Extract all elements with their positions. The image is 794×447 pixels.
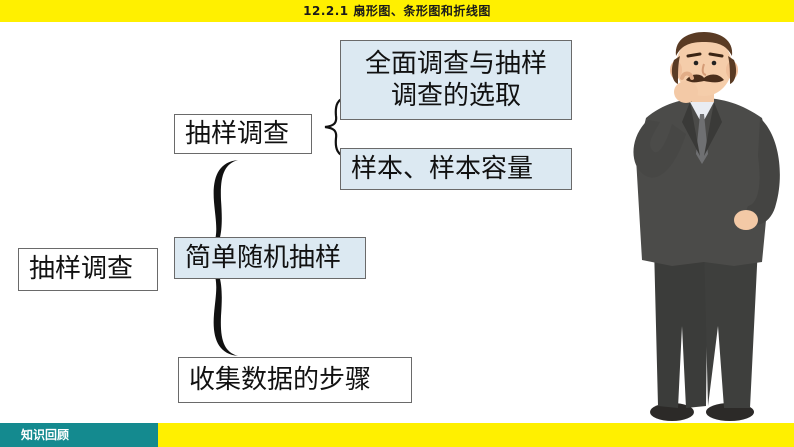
node-census-vs-sampling-label: 全面调查与抽样调查的选取: [356, 48, 556, 113]
node-simple-random-sampling: 简单随机抽样: [174, 237, 366, 279]
footer-accent-strip: [158, 423, 794, 447]
footer-bar: 知识回顾: [0, 423, 794, 447]
header-bar: 12.2.1 扇形图、条形图和折线图: [0, 0, 794, 22]
node-data-collection-steps: 收集数据的步骤: [178, 357, 412, 403]
node-census-vs-sampling: 全面调查与抽样调查的选取: [340, 40, 572, 120]
footer-tab: 知识回顾: [0, 423, 158, 447]
root-node-sampling-survey: 抽样调查: [18, 248, 158, 291]
root-node-label: 抽样调查: [29, 253, 133, 286]
footer-section-label: 知识回顾: [0, 423, 90, 447]
thinking-man-illustration: [612, 26, 792, 424]
lesson-title: 12.2.1 扇形图、条形图和折线图: [0, 0, 794, 22]
node-sampling-survey: 抽样调查: [174, 114, 312, 154]
node-simple-random-sampling-label: 简单随机抽样: [185, 242, 341, 275]
node-sample-and-size-label: 样本、样本容量: [351, 153, 533, 186]
node-sampling-survey-label: 抽样调查: [185, 118, 289, 151]
hand-at-chin-icon: [674, 81, 698, 103]
node-sample-and-size: 样本、样本容量: [340, 148, 572, 190]
node-data-collection-steps-label: 收集数据的步骤: [189, 364, 371, 397]
